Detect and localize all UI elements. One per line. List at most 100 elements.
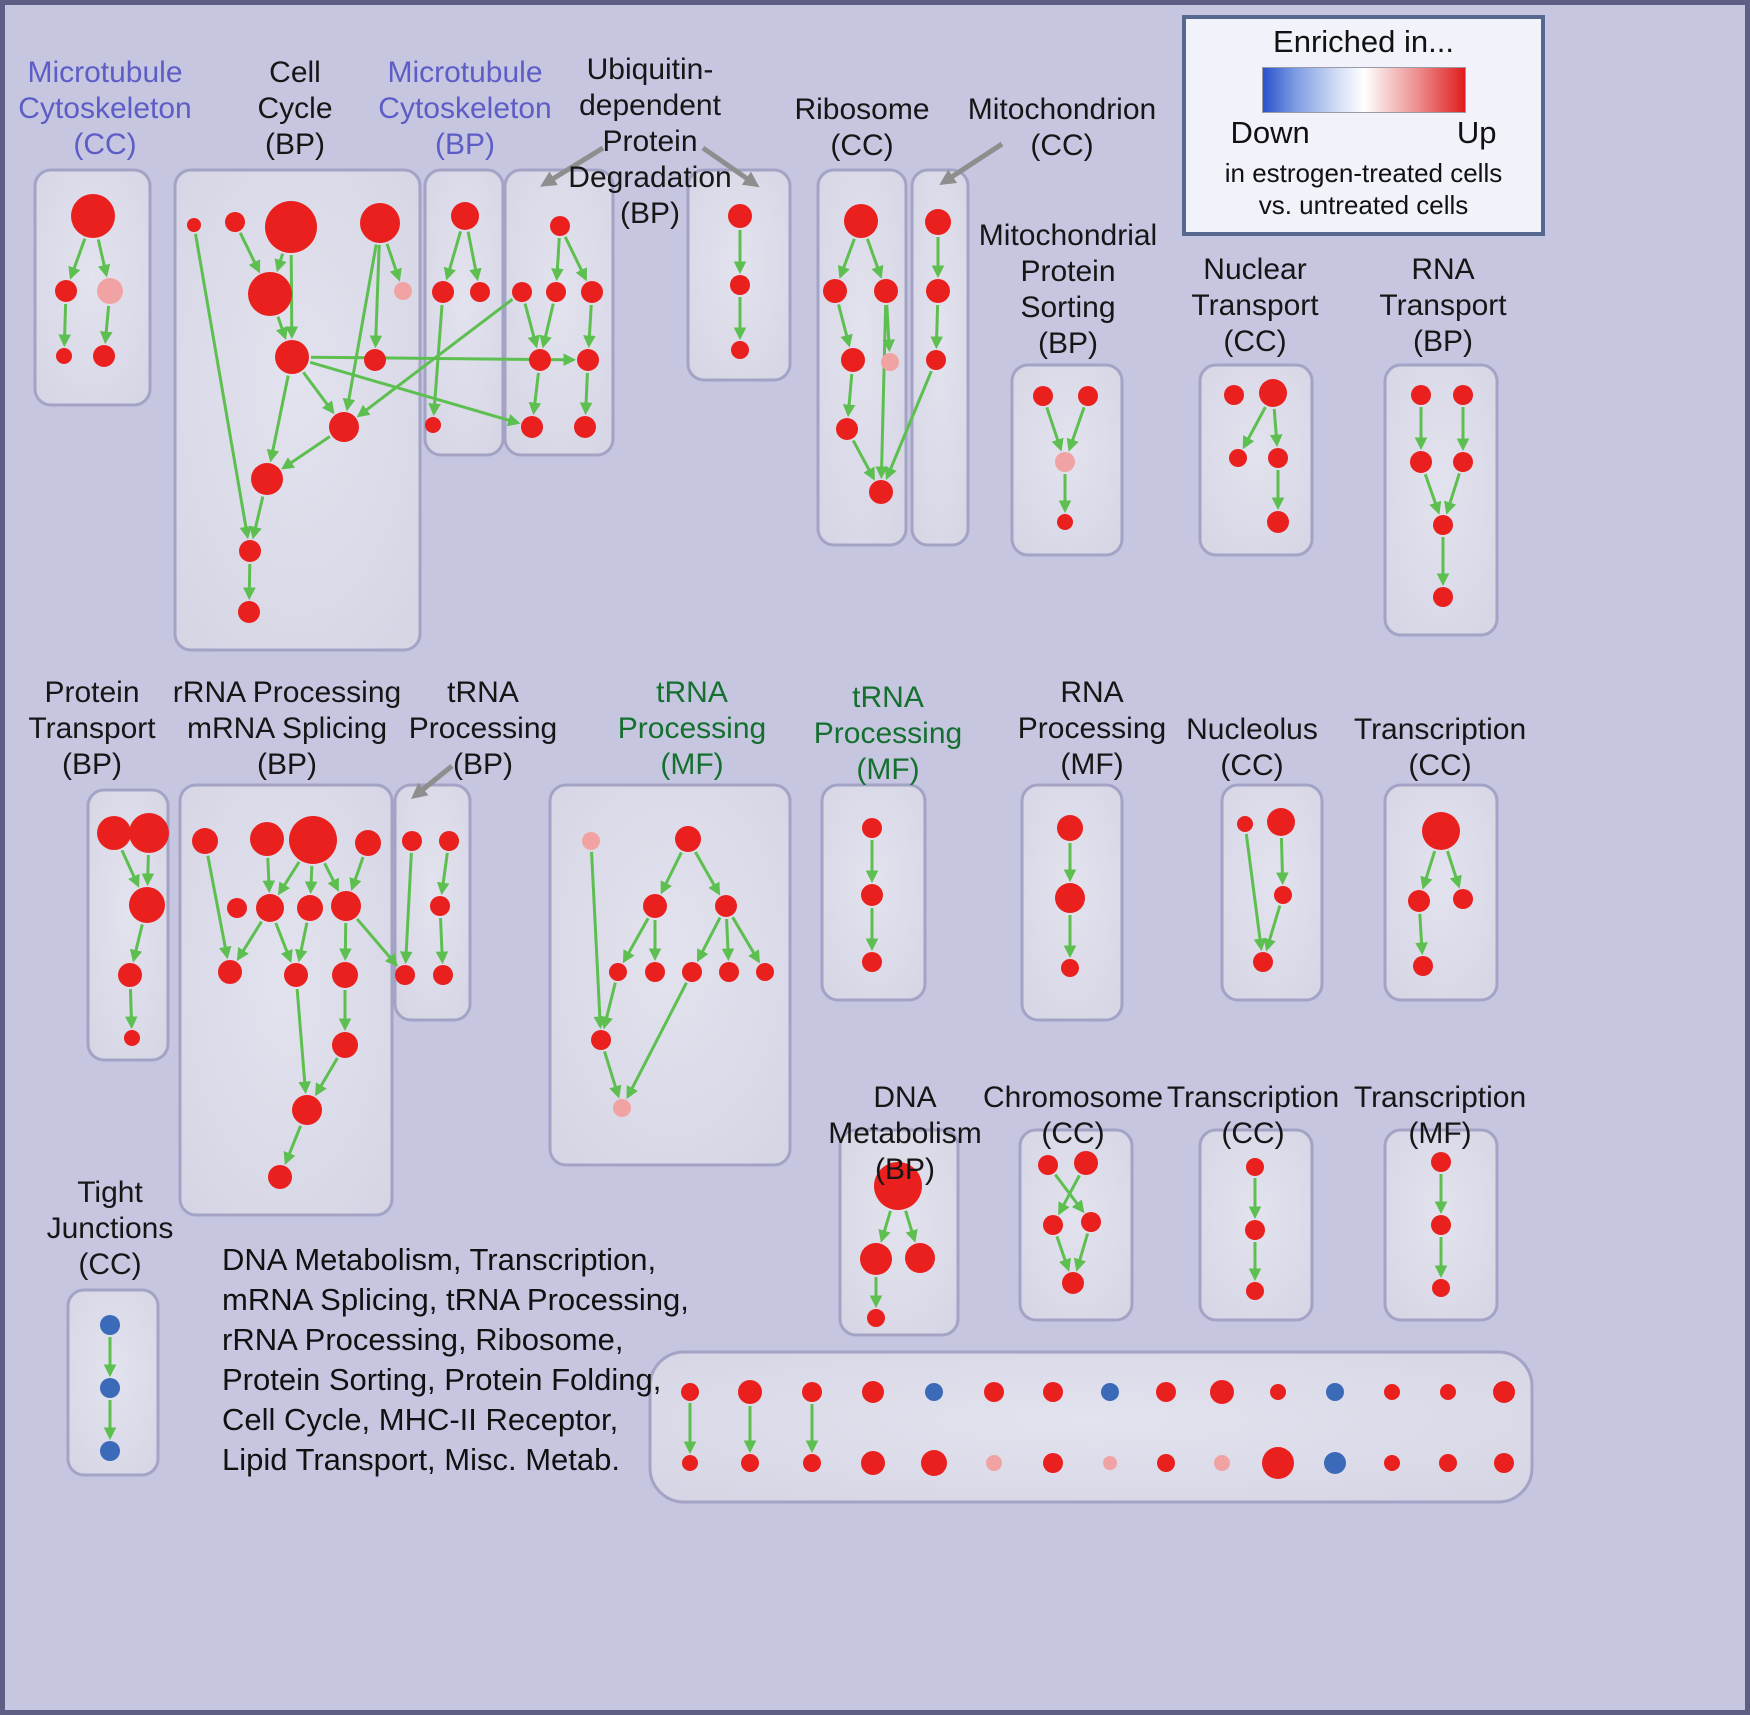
legend-subtitle-line1: in estrogen-treated cells bbox=[1224, 158, 1503, 188]
go-term-node bbox=[731, 341, 749, 359]
edge-arrow bbox=[882, 304, 896, 353]
edge-arrow bbox=[68, 238, 87, 280]
edge-arrow bbox=[277, 861, 301, 896]
go-term-node bbox=[284, 963, 308, 987]
edge-arrow bbox=[1423, 473, 1442, 515]
go-term-node bbox=[292, 1095, 322, 1125]
go-term-node bbox=[394, 282, 412, 300]
go-term-node bbox=[256, 894, 284, 922]
go-term-node bbox=[550, 216, 570, 236]
legend-minmax-row: Down Up bbox=[1231, 115, 1497, 151]
go-term-node bbox=[613, 1099, 631, 1117]
go-term-node bbox=[433, 965, 453, 985]
go-term-node bbox=[1245, 1220, 1265, 1240]
go-term-node bbox=[239, 540, 261, 562]
edge-arrow bbox=[851, 439, 875, 481]
go-term-node bbox=[227, 898, 247, 918]
go-term-node bbox=[609, 963, 627, 981]
go-term-node bbox=[645, 962, 665, 982]
group-box-I bbox=[1198, 363, 1314, 557]
go-term-node bbox=[581, 281, 603, 303]
go-term-node bbox=[1062, 1272, 1084, 1294]
edge-arrow bbox=[1263, 905, 1282, 952]
edge-arrow bbox=[694, 851, 721, 896]
group-box-C bbox=[423, 168, 505, 457]
go-term-node bbox=[451, 202, 479, 230]
edge-arrow bbox=[731, 916, 760, 964]
go-term-node bbox=[1043, 1382, 1063, 1402]
go-term-node bbox=[984, 1382, 1004, 1402]
go-term-node bbox=[1326, 1383, 1344, 1401]
edge-arrow bbox=[528, 372, 542, 416]
edge-arrow bbox=[385, 243, 402, 282]
go-term-node bbox=[1453, 452, 1473, 472]
edge-arrow bbox=[1444, 472, 1461, 515]
go-term-node bbox=[93, 345, 115, 367]
edge-arrow bbox=[304, 865, 318, 895]
go-term-node bbox=[100, 1378, 120, 1398]
edge-arrow bbox=[323, 862, 339, 892]
annotation-arrows-layer bbox=[411, 141, 1004, 800]
edge-arrow bbox=[355, 917, 398, 967]
go-term-node bbox=[738, 1380, 762, 1404]
go-term-node bbox=[402, 831, 422, 851]
go-term-node bbox=[1103, 1456, 1117, 1470]
go-term-node bbox=[238, 601, 260, 623]
edge-arrow bbox=[1055, 1235, 1071, 1272]
go-term-node bbox=[225, 212, 245, 232]
go-term-node bbox=[250, 822, 284, 856]
go-term-node bbox=[1324, 1452, 1346, 1474]
label-pointer-arrow bbox=[701, 145, 760, 188]
nodes-layer bbox=[55, 194, 1515, 1479]
group-box-D bbox=[503, 168, 615, 457]
go-term-node bbox=[741, 1454, 759, 1472]
edge-arrow bbox=[266, 375, 290, 463]
go-term-node bbox=[862, 1381, 884, 1403]
edge-arrow bbox=[399, 852, 413, 965]
label-pointer-arrow bbox=[540, 145, 605, 187]
go-term-node bbox=[874, 1162, 922, 1210]
edge-arrow bbox=[466, 231, 482, 282]
edge-arrow bbox=[1054, 1173, 1085, 1214]
edges-layer bbox=[58, 230, 1470, 1455]
legend-up-label: Up bbox=[1456, 115, 1497, 150]
go-term-node bbox=[836, 418, 858, 440]
go-term-node bbox=[1043, 1215, 1063, 1235]
go-term-node bbox=[56, 348, 72, 364]
go-term-node bbox=[862, 818, 882, 838]
edge-arrow bbox=[697, 916, 722, 963]
edge-arrow bbox=[120, 849, 140, 888]
edge-arrow bbox=[523, 303, 540, 349]
edge-arrow bbox=[238, 232, 261, 274]
edge-arrow bbox=[721, 918, 735, 962]
go-term-node bbox=[1253, 952, 1273, 972]
legend-down-label: Down bbox=[1230, 115, 1310, 150]
edge-arrow bbox=[141, 854, 155, 887]
go-term-node bbox=[1267, 808, 1295, 836]
go-term-node bbox=[1214, 1455, 1230, 1471]
go-term-node bbox=[1246, 1158, 1264, 1176]
go-term-node bbox=[1433, 587, 1453, 607]
go-term-node bbox=[124, 1030, 140, 1046]
go-term-node bbox=[1081, 1212, 1101, 1232]
go-term-node bbox=[248, 272, 292, 316]
go-term-node bbox=[275, 340, 309, 374]
go-term-node bbox=[1055, 452, 1075, 472]
edge-arrow bbox=[99, 305, 113, 345]
label-pointer-arrow bbox=[939, 141, 1004, 186]
edge-arrow bbox=[281, 435, 331, 470]
go-term-node bbox=[715, 895, 737, 917]
go-term-node bbox=[432, 281, 454, 303]
go-term-node bbox=[1411, 385, 1431, 405]
go-term-node bbox=[1270, 1384, 1286, 1400]
go-term-node bbox=[430, 896, 450, 916]
go-term-node bbox=[1408, 890, 1430, 912]
go-term-node bbox=[1101, 1383, 1119, 1401]
go-term-node bbox=[218, 960, 242, 984]
edge-arrow bbox=[1242, 406, 1267, 450]
go-term-node bbox=[1157, 1454, 1175, 1472]
edge-arrow bbox=[865, 238, 884, 279]
go-term-node bbox=[329, 412, 359, 442]
edge-arrow bbox=[1058, 1174, 1081, 1216]
go-term-node bbox=[1237, 816, 1253, 832]
